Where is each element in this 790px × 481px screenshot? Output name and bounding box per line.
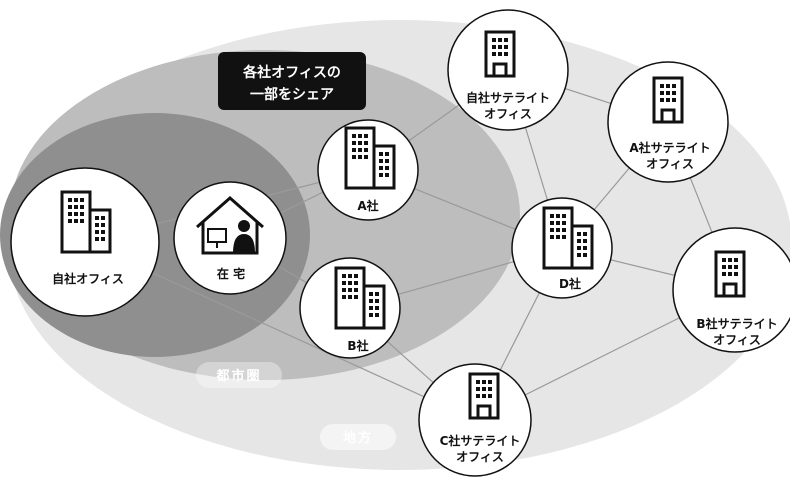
metro-label: 都市圏	[215, 368, 261, 384]
company-a-label: A社	[357, 198, 378, 213]
own-satellite-label-1: 自社サテライト	[466, 90, 550, 105]
node-a-satellite: A社サテライト オフィス	[607, 61, 729, 183]
node-b-satellite: B社サテライト オフィス	[672, 227, 790, 353]
node-company-d: D社	[511, 197, 613, 299]
b-satellite-label-1: B社サテライト	[696, 316, 777, 331]
a-satellite-label-2: オフィス	[646, 157, 694, 171]
node-own-satellite: 自社サテライト オフィス	[447, 9, 569, 131]
node-company-b: B社	[299, 257, 401, 359]
c-satellite-label-1: C社サテライト	[440, 433, 521, 448]
c-satellite-label-2: オフィス	[456, 450, 504, 464]
house-icon	[196, 196, 264, 255]
company-d-label: D社	[559, 276, 581, 291]
own-office-label: 自社オフィス	[52, 271, 124, 286]
home-label: 在 宅	[217, 266, 245, 281]
node-company-a: A社	[317, 119, 419, 221]
callout-line-2: 一部をシェア	[250, 86, 334, 103]
callout-box: 各社オフィスの 一部をシェア	[218, 52, 366, 110]
rural-label: 地方	[343, 430, 373, 446]
node-own-office: 自社オフィス	[10, 167, 160, 317]
region-label-metro: 都市圏	[196, 362, 282, 388]
region-label-rural: 地方	[320, 424, 396, 450]
company-b-label: B社	[347, 338, 368, 353]
node-home: 在 宅	[173, 181, 287, 295]
node-c-satellite: C社サテライト オフィス	[418, 363, 532, 477]
own-satellite-label-2: オフィス	[484, 107, 532, 121]
callout-line-1: 各社オフィスの	[242, 64, 341, 81]
b-satellite-label-2: オフィス	[713, 333, 761, 347]
a-satellite-label-1: A社サテライト	[629, 140, 710, 155]
